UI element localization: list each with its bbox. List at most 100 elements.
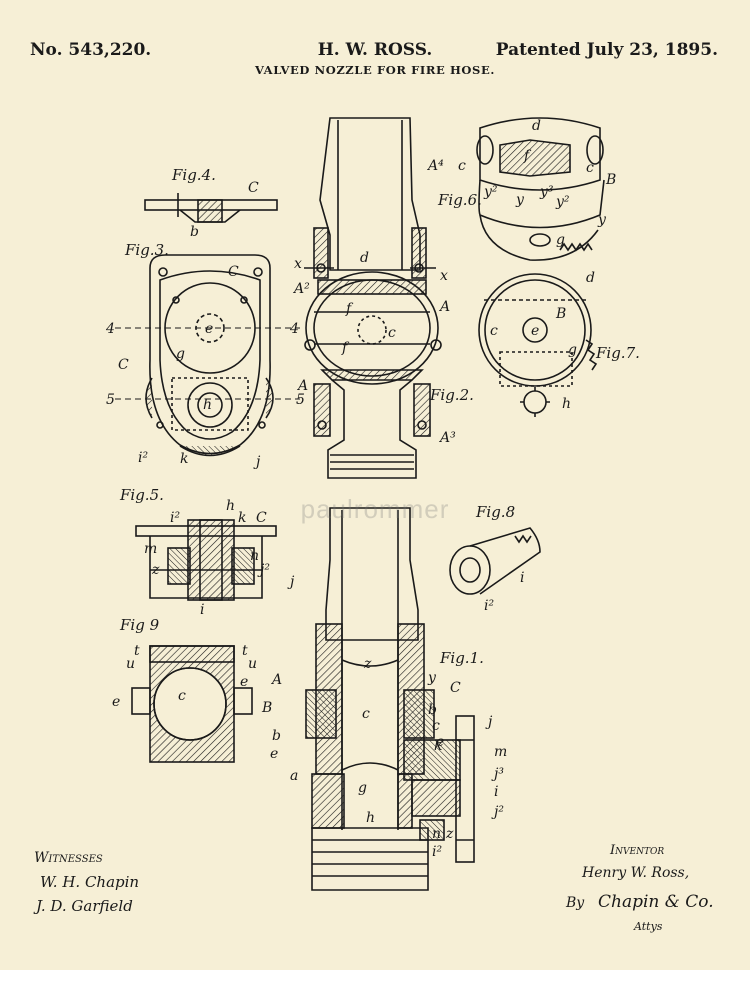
patent-drawings: Fig.4. Fig.3. Fig.2. Fig.5. Fig.8 Fig 9 … <box>105 117 640 891</box>
inventor-signature: Henry W. Ross, <box>582 865 690 881</box>
figure-5-drawing <box>135 519 277 601</box>
ref-label: g <box>176 346 185 362</box>
ref-label: C <box>228 264 239 280</box>
ref-label: x <box>294 256 302 272</box>
figure-1-drawing <box>305 507 475 891</box>
ref-label: B <box>605 172 616 188</box>
ref-label: z <box>363 656 372 672</box>
page-margin <box>0 970 750 1000</box>
ref-label: B <box>261 700 272 716</box>
ref-label: C <box>248 180 259 196</box>
ref-label: A³ <box>438 430 456 446</box>
ref-label: j² <box>491 804 504 820</box>
figure-9-caption: Fig 9 <box>119 616 160 634</box>
figure-1-caption: Fig.1. <box>439 649 484 667</box>
ref-label: u <box>248 656 257 672</box>
ref-label: m <box>494 744 507 760</box>
ref-label: t <box>134 643 140 659</box>
ref-label: C <box>450 680 461 696</box>
inventor-name: H. W. ROSS. <box>317 40 433 60</box>
ref-label: k <box>238 510 246 526</box>
ref-label: i² <box>138 450 148 466</box>
ref-label: c <box>490 323 498 339</box>
ref-label: A <box>438 299 450 315</box>
witnesses-heading: Witnesses <box>34 850 103 866</box>
figure-7-drawing <box>478 273 598 417</box>
figure-6-drawing <box>476 117 605 261</box>
ref-label: 4 <box>289 321 299 337</box>
ref-label: z <box>445 826 454 842</box>
ref-label: e <box>240 674 248 690</box>
figure-9-drawing <box>131 645 253 763</box>
ref-label: c <box>432 718 440 734</box>
ref-label: j³ <box>491 766 504 782</box>
ref-label: f <box>523 148 532 164</box>
ref-label: n <box>432 826 441 842</box>
ref-label: g <box>568 342 577 358</box>
figure-6-caption: Fig.6. <box>437 191 482 209</box>
figure-8-caption: Fig.8 <box>475 503 515 521</box>
ref-label: c <box>388 325 396 341</box>
ref-label: k <box>434 738 442 754</box>
ref-label: A <box>270 672 282 688</box>
ref-label: u <box>126 656 135 672</box>
ref-label: i <box>494 784 498 800</box>
ref-label: i² <box>432 844 442 860</box>
ref-label: e <box>112 694 120 710</box>
ref-label: x <box>440 268 448 284</box>
ref-label: y <box>515 192 525 208</box>
ref-label: a <box>290 768 298 784</box>
ref-label: d <box>586 270 595 286</box>
patent-number: No. 543,220. <box>30 40 152 60</box>
ref-label: h <box>203 397 212 413</box>
figure-5-caption: Fig.5. <box>119 486 164 504</box>
ref-label: y² <box>555 194 570 210</box>
ref-label: g <box>556 232 565 248</box>
figure-4-drawing <box>144 193 278 223</box>
ref-label: c <box>458 158 466 174</box>
ref-label: e <box>531 323 539 339</box>
ref-label: f <box>345 301 354 317</box>
ref-label: j² <box>257 562 270 578</box>
patent-sheet <box>0 0 750 970</box>
ref-label: e <box>205 321 213 337</box>
ref-label: t <box>242 643 248 659</box>
attorney-signature: Chapin & Co. <box>598 892 714 912</box>
ref-label: j <box>485 714 493 730</box>
ref-label: i² <box>170 510 180 526</box>
ref-label: g <box>358 780 367 796</box>
ref-label: h <box>562 396 571 412</box>
ref-label: n <box>250 548 259 564</box>
ref-label: y³ <box>539 184 554 200</box>
figure-2-drawing <box>304 117 442 479</box>
ref-label: c <box>586 160 594 176</box>
patent-date: Patented July 23, 1895. <box>495 40 718 60</box>
ref-label: A⁴ <box>426 158 444 174</box>
ref-label: A <box>296 378 308 394</box>
watermark: paulrommer <box>300 494 450 524</box>
ref-label: k <box>180 451 188 467</box>
patent-title: VALVED NOZZLE FOR FIRE HOSE. <box>255 63 495 77</box>
figure-3-caption: Fig.3. <box>124 241 169 259</box>
ref-label: e <box>270 746 278 762</box>
ref-label: y <box>597 212 607 228</box>
ref-label: i <box>520 570 524 586</box>
ref-label: b <box>190 224 199 240</box>
attorneys-label: Attys <box>634 920 663 933</box>
witness-2-signature: J. D. Garfield <box>36 897 133 915</box>
inventor-heading: Inventor <box>610 843 665 858</box>
by-label: By <box>566 895 585 911</box>
ref-label: 5 <box>296 392 305 408</box>
ref-label: j <box>253 454 261 470</box>
ref-label: C <box>118 357 129 373</box>
figure-3-drawing <box>115 254 300 457</box>
ref-label: B <box>555 306 566 322</box>
ref-label: b <box>272 728 281 744</box>
ref-label: c <box>362 706 370 722</box>
ref-label: z <box>151 562 160 578</box>
ref-label: 5 <box>106 392 115 408</box>
figure-2-caption: Fig.2. <box>429 386 474 404</box>
ref-label: d <box>360 250 369 266</box>
ref-label: A² <box>292 281 310 297</box>
figure-8-drawing <box>449 527 541 595</box>
